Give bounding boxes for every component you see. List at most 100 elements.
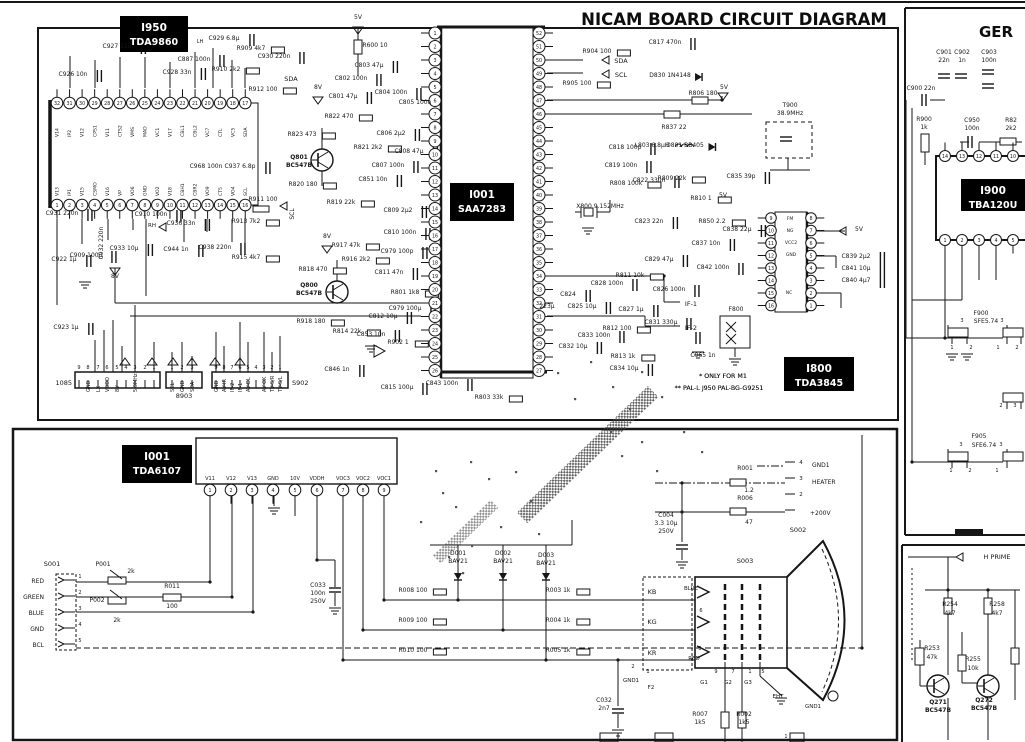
svg-text:4: 4 [809,266,812,272]
svg-text:100n: 100n [310,590,325,597]
svg-text:BC547B: BC547B [925,707,952,714]
svg-text:C815 100μ: C815 100μ [381,384,414,391]
svg-text:VDDH: VDDH [310,476,325,482]
svg-text:3: 3 [133,365,136,371]
svg-text:R009 100: R009 100 [399,617,428,624]
svg-text:52: 52 [536,31,542,37]
svg-text:10: 10 [768,228,774,234]
svg-text:CBH1: CBH1 [180,183,186,196]
svg-text:R010 100: R010 100 [399,647,428,654]
svg-text:NC: NC [786,290,793,296]
svg-text:1k5: 1k5 [738,719,749,726]
svg-text:8V: 8V [115,385,121,392]
svg-text:6: 6 [238,365,241,371]
svg-text:VP: VP [117,190,123,196]
svg-text:V13: V13 [247,476,257,482]
svg-text:13: 13 [768,266,774,272]
svg-text:9: 9 [433,139,436,145]
svg-text:C903: C903 [981,49,997,56]
svg-text:C937 6.8p: C937 6.8p [225,163,256,170]
svg-text:2: 2 [999,403,1002,409]
svg-text:1: 1 [950,345,953,351]
svg-text:BLUE: BLUE [684,586,699,592]
svg-text:C807 100n: C807 100n [372,162,405,169]
svg-text:5: 5 [115,365,118,371]
svg-text:2: 2 [433,44,436,50]
svg-text:1k5: 1k5 [694,719,705,726]
svg-text:V18: V18 [168,187,174,196]
svg-text:2: 2 [78,590,81,596]
svg-text:20: 20 [432,287,438,293]
svg-text:SCL: SCL [289,208,296,220]
svg-text:31: 31 [66,101,72,107]
svg-text:3: 3 [81,203,84,209]
svg-text:2n7: 2n7 [598,705,610,712]
svg-text:26: 26 [129,101,135,107]
svg-text:C817 470n: C817 470n [649,39,682,46]
svg-text:12: 12 [192,203,198,209]
svg-text:4: 4 [78,622,81,628]
svg-text:4: 4 [93,203,96,209]
svg-text:22n: 22n [938,57,950,64]
svg-text:C810 100n: C810 100n [384,229,417,236]
svg-text:C938 220n: C938 220n [199,244,232,251]
svg-text:8: 8 [433,125,436,131]
svg-text:D830 1N4148: D830 1N4148 [649,72,691,79]
svg-text:38: 38 [536,220,542,226]
svg-text:9: 9 [714,669,717,675]
svg-text:11: 11 [768,241,774,247]
svg-text:29: 29 [536,341,542,347]
svg-text:CBR2: CBR2 [193,183,199,196]
svg-text:KG: KG [647,618,656,626]
svg-text:+200V: +200V [810,510,831,517]
svg-text:I001: I001 [469,189,495,201]
svg-text:BC547B: BC547B [971,705,998,712]
svg-text:R905 100: R905 100 [563,80,592,87]
svg-text:R002: R002 [736,711,752,718]
svg-text:F900: F900 [974,310,989,317]
svg-text:40: 40 [536,193,542,199]
svg-text:V17: V17 [168,128,174,137]
svg-text:C936 33n: C936 33n [167,220,196,227]
svg-text:R255: R255 [965,656,981,663]
svg-text:29: 29 [92,101,98,107]
svg-text:10: 10 [1010,154,1016,160]
svg-text:15: 15 [432,220,438,226]
svg-text:VO2: VO2 [155,186,161,196]
svg-text:VOC2: VOC2 [356,476,370,482]
svg-text:2: 2 [631,664,634,670]
svg-text:10: 10 [167,203,173,209]
svg-text:T900: T900 [781,102,797,109]
svg-text:R007: R007 [692,711,708,718]
svg-text:R003 1k: R003 1k [546,587,571,594]
svg-text:C841 10μ: C841 10μ [841,265,870,272]
svg-text:RED: RED [688,656,700,662]
panel3-title: GER [979,23,1014,41]
svg-text:100n: 100n [981,57,996,64]
svg-text:Q801: Q801 [290,154,308,161]
svg-text:32: 32 [536,301,542,307]
svg-text:3: 3 [433,58,436,64]
svg-text:16: 16 [768,303,774,309]
svg-text:4: 4 [994,238,997,244]
svg-text:30: 30 [536,328,542,334]
svg-text:21: 21 [432,301,438,307]
svg-text:R913 7k2: R913 7k2 [232,218,261,225]
svg-text:GND: GND [786,252,797,258]
svg-text:4: 4 [433,71,436,77]
svg-text:GREEN: GREEN [23,594,44,601]
svg-text:BAV21: BAV21 [536,560,556,567]
svg-text:12: 12 [976,154,982,160]
svg-text:1: 1 [996,345,999,351]
svg-text:VC7: VC7 [205,128,211,137]
svg-text:AV-IR: AV-IR [222,378,228,392]
svg-text:223μ: 223μ [539,303,554,310]
svg-text:8: 8 [222,365,225,371]
wires [56,27,1022,742]
svg-text:C804 100n: C804 100n [375,89,408,96]
svg-text:IF-2: IF-2 [230,383,236,392]
svg-text:6: 6 [809,241,812,247]
svg-text:24: 24 [154,101,160,107]
